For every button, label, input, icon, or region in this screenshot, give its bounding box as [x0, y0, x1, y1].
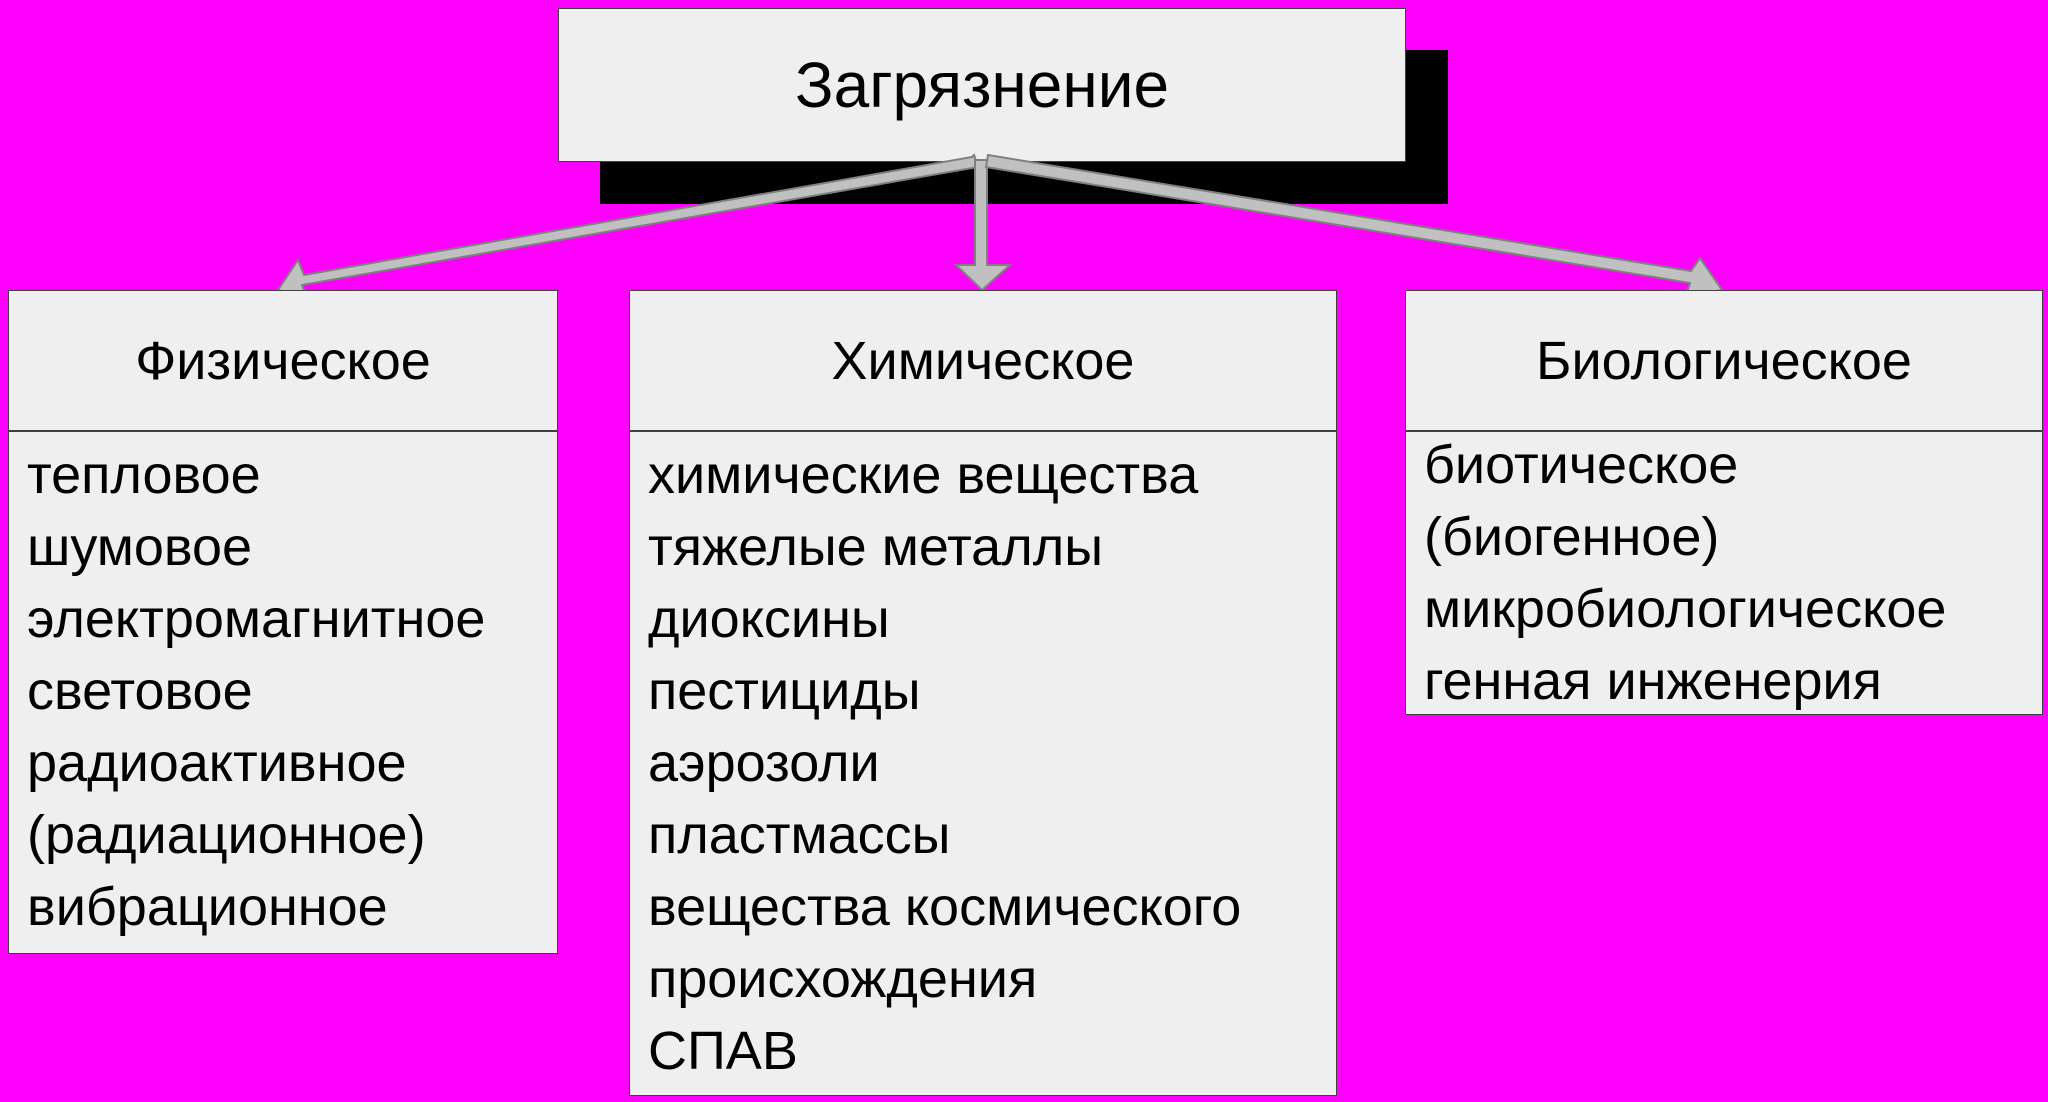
list-item: генная инженерия [1424, 651, 1882, 711]
list-item: пестициды [648, 661, 921, 721]
list-item: радиоактивное [27, 733, 407, 793]
category-biological-list: биотическое (биогенное) микробиологическ… [1424, 429, 2034, 717]
arrow-to-chemical [953, 159, 1013, 292]
list-item: вещества космического [648, 877, 1242, 937]
list-item: пластмассы [648, 805, 951, 865]
list-item: химические вещества [648, 445, 1199, 505]
category-chemical-header: Химическое [630, 291, 1336, 432]
arrow-to-biological [984, 153, 1724, 298]
category-physical: Физическое тепловое шумовое электромагни… [8, 290, 558, 954]
list-item: СПАВ [648, 1021, 798, 1081]
list-item: (биогенное) [1424, 507, 1720, 567]
root-node: Загрязнение [558, 8, 1406, 162]
category-biological-header: Биологическое [1406, 291, 2042, 432]
list-item: микробиологическое [1424, 579, 1947, 639]
list-item: аэрозоли [648, 733, 880, 793]
category-chemical-list: химические вещества тяжелые металлы диок… [648, 439, 1328, 1087]
list-item: вибрационное [27, 877, 388, 937]
list-item: тяжелые металлы [648, 517, 1104, 577]
category-chemical: Химическое химические вещества тяжелые м… [629, 290, 1337, 1096]
list-item: световое [27, 661, 253, 721]
list-item: электромагнитное [27, 589, 486, 649]
arrow-to-physical [276, 153, 980, 302]
list-item: шумовое [27, 517, 253, 577]
list-item: (радиационное) [27, 805, 426, 865]
list-item: тепловое [27, 445, 261, 505]
list-item: диоксины [648, 589, 890, 649]
category-biological: Биологическое биотическое (биогенное) ми… [1405, 290, 2043, 715]
list-item: происхождения [648, 949, 1038, 1009]
list-item: биотическое [1424, 435, 1739, 495]
category-physical-list: тепловое шумовое электромагнитное светов… [27, 439, 549, 943]
category-physical-header: Физическое [9, 291, 557, 432]
root-label: Загрязнение [794, 49, 1170, 121]
